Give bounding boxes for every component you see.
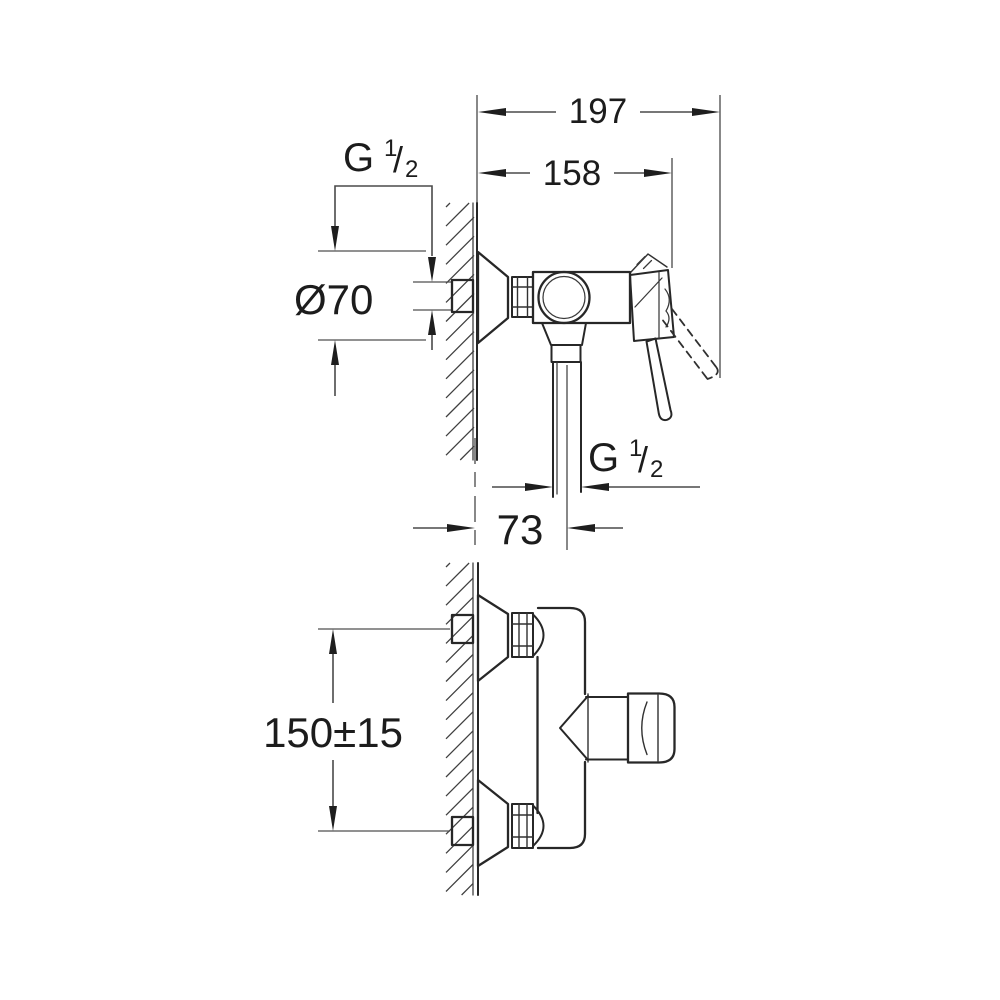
upper-wall-nipple (450, 613, 475, 645)
handle-alternate-position-dashed (662, 308, 719, 380)
thread-divider: / (638, 439, 648, 480)
nut-body (511, 276, 534, 318)
union-nut (511, 276, 534, 318)
wall-hatching (445, 202, 475, 461)
thread-numerator: 1 (629, 435, 642, 462)
handle-shaft (585, 696, 629, 761)
thread-size-text: G 1 / 2 (343, 135, 418, 183)
dimension-value-158: 158 (543, 154, 601, 193)
arrowhead-right (644, 169, 672, 177)
arrowhead-up (329, 629, 337, 654)
dimension-wall-nipple (413, 281, 451, 350)
outlet-pipe-edges (552, 361, 582, 498)
thread-prefix: G (343, 136, 374, 180)
leader-bracket (334, 185, 433, 256)
mixer-side-elevation (450, 250, 719, 498)
dashed-lever-lower-edge (662, 319, 709, 380)
cap-outline (629, 269, 675, 342)
body-outline-lower (536, 760, 587, 850)
dimension-value-d70: Ø70 (294, 276, 373, 323)
lower-escutcheon-cone (476, 778, 510, 868)
body-outline-upper (536, 606, 587, 696)
dimension-value-150-15: 150±15 (263, 709, 403, 756)
dimension-depth-to-handle: 158 (478, 154, 673, 268)
wall-nipple (450, 278, 475, 314)
upper-body-dome-arc (532, 613, 545, 657)
dimension-connection-spacing: 150±15 (263, 628, 450, 832)
lower-body-dome-arc (532, 804, 545, 847)
lower-union-nut (511, 803, 534, 849)
cartridge-dome-inner (542, 275, 586, 320)
arrowhead-right-pointing (525, 483, 553, 491)
thread-divider: / (393, 139, 403, 180)
arrowhead-left (478, 169, 506, 177)
arrowhead-right (692, 108, 720, 116)
arrowhead-down (329, 806, 337, 831)
lower-wall-nipple (450, 815, 475, 847)
dimension-outlet-offset: 73 (413, 365, 623, 553)
outlet-taper (541, 322, 587, 346)
dimension-overall-depth: 197 (478, 92, 721, 378)
outlet-flange (550, 344, 582, 363)
arrowhead-at-pipe-axis (567, 524, 595, 532)
grip-curve (641, 701, 648, 756)
cap-top-diamond (630, 253, 668, 273)
cap-knurl-ticks (636, 255, 653, 270)
handle-cone (559, 695, 589, 761)
handle-cap (629, 253, 675, 342)
arrowhead-down-left (331, 226, 339, 251)
shower-outlet (541, 322, 587, 498)
thread-size-text: G 1 / 2 (588, 435, 663, 483)
arrowhead-left-pointing (581, 483, 609, 491)
dimension-value-197: 197 (569, 92, 627, 131)
arrowhead-up (428, 310, 436, 335)
arrowhead-up (331, 340, 339, 365)
wall-thread-label: G 1 / 2 (331, 135, 436, 282)
arrowhead-down-right (428, 257, 436, 282)
nut-body (511, 803, 534, 849)
outlet-thread-dimension: G 1 / 2 (492, 435, 700, 491)
wall-hatching (445, 562, 474, 896)
thread-numerator: 1 (384, 135, 397, 162)
handle-hub-curves (664, 288, 670, 328)
side-view: 197 158 G 1 / 2 Ø (294, 92, 721, 553)
wall-section-side (445, 95, 478, 461)
nut-detail-lines (511, 612, 534, 658)
arrowhead-at-wall (447, 524, 475, 532)
nut-body (511, 612, 534, 658)
cartridge-dome-outer (537, 270, 591, 325)
plan-view: 150±15 (263, 562, 676, 896)
escutcheon-cone (476, 250, 510, 345)
cap-inner-edge (634, 271, 663, 340)
upper-escutcheon-cone (476, 593, 510, 683)
dashed-lever-tip (706, 366, 719, 380)
thread-prefix: G (588, 436, 619, 480)
handle-grip (626, 692, 676, 764)
upper-union-nut (511, 612, 534, 658)
dashed-lever-upper-edge (671, 308, 718, 369)
thread-denominator: 2 (650, 456, 663, 483)
nut-detail-lines (511, 803, 534, 849)
arrowhead-left (478, 108, 506, 116)
handle-plan (559, 692, 676, 764)
dimension-value-73: 73 (497, 506, 544, 553)
mixer-plan-view (450, 593, 676, 868)
mixer-body (531, 270, 632, 325)
dimension-escutcheon-diameter: Ø70 (294, 250, 426, 396)
handle-lever (645, 337, 673, 422)
nut-detail-lines (511, 276, 534, 318)
thread-denominator: 2 (405, 156, 418, 183)
